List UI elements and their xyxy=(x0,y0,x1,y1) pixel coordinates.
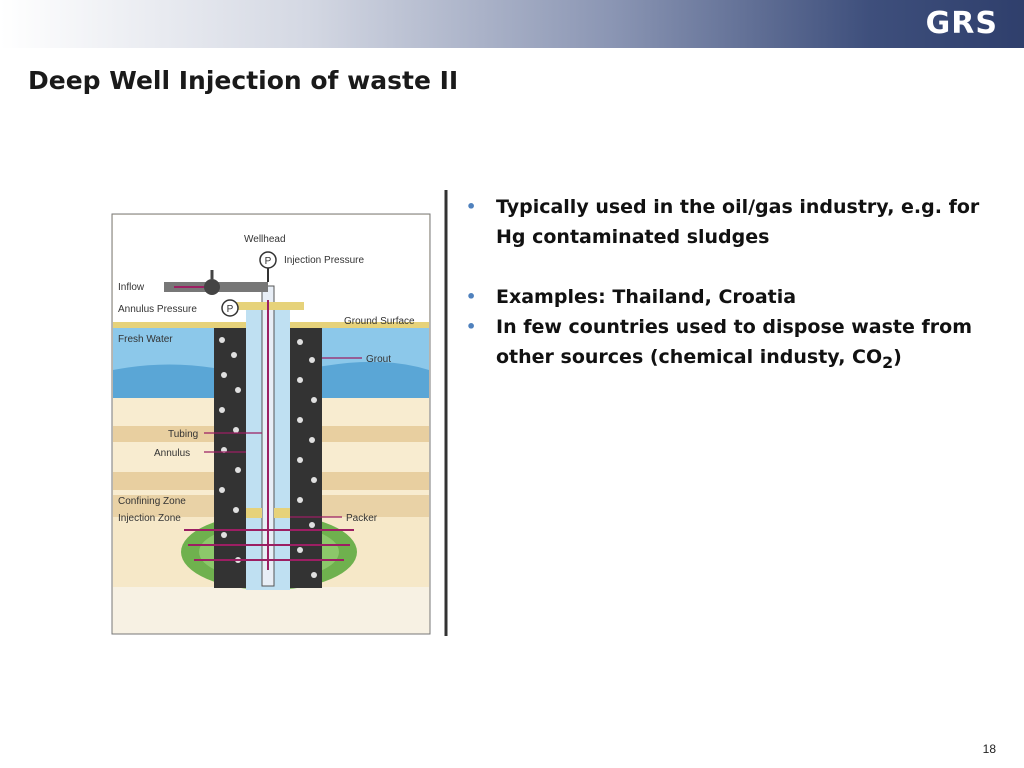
svg-text:Fresh Water: Fresh Water xyxy=(118,334,173,345)
bullet-text: In few countries used to dispose waste f… xyxy=(496,316,973,368)
bullet-text: Examples: Thailand, Croatia xyxy=(496,286,797,308)
bullet-dot-icon: • xyxy=(466,287,477,306)
bullet-item: • In few countries used to dispose waste… xyxy=(462,312,982,378)
svg-text:Packer: Packer xyxy=(346,513,378,524)
grout-right xyxy=(290,328,322,588)
svg-text:Ground Surface: Ground Surface xyxy=(344,316,415,327)
svg-text:Tubing: Tubing xyxy=(168,429,198,440)
svg-text:Inflow: Inflow xyxy=(118,282,145,293)
valve-icon xyxy=(204,279,220,295)
svg-text:Annulus: Annulus xyxy=(154,448,190,459)
grout-left xyxy=(214,328,246,588)
svg-text:Grout: Grout xyxy=(366,354,391,365)
well-diagram: P P Wellhead Injection Pressure Inflow A… xyxy=(104,190,450,640)
slide-title: Deep Well Injection of waste II xyxy=(28,66,459,95)
bullet-list: • Typically used in the oil/gas industry… xyxy=(462,192,982,378)
bullet-dot-icon: • xyxy=(466,197,477,216)
svg-text:Injection Zone: Injection Zone xyxy=(118,513,181,524)
page-number: 18 xyxy=(982,742,996,756)
svg-text:Annulus Pressure: Annulus Pressure xyxy=(118,304,197,315)
packer-right xyxy=(274,508,290,518)
svg-text:P: P xyxy=(265,256,272,267)
bullet-item: • Examples: Thailand, Croatia xyxy=(462,282,982,312)
bullet-item: • Typically used in the oil/gas industry… xyxy=(462,192,982,252)
svg-text:Wellhead: Wellhead xyxy=(244,234,286,245)
svg-text:Confining Zone: Confining Zone xyxy=(118,496,186,507)
annulus-pressure-gauge-icon xyxy=(221,299,239,317)
svg-text:Injection Pressure: Injection Pressure xyxy=(284,255,364,266)
bullet-tail: ) xyxy=(893,346,902,368)
packer-left xyxy=(246,508,262,518)
svg-text:P: P xyxy=(227,304,234,315)
header-bar: GRS xyxy=(0,0,1024,48)
bullet-dot-icon: • xyxy=(466,317,477,336)
grs-logo: GRS xyxy=(925,6,998,41)
bullet-subscript: 2 xyxy=(882,352,894,372)
bullet-text: Typically used in the oil/gas industry, … xyxy=(496,196,980,248)
